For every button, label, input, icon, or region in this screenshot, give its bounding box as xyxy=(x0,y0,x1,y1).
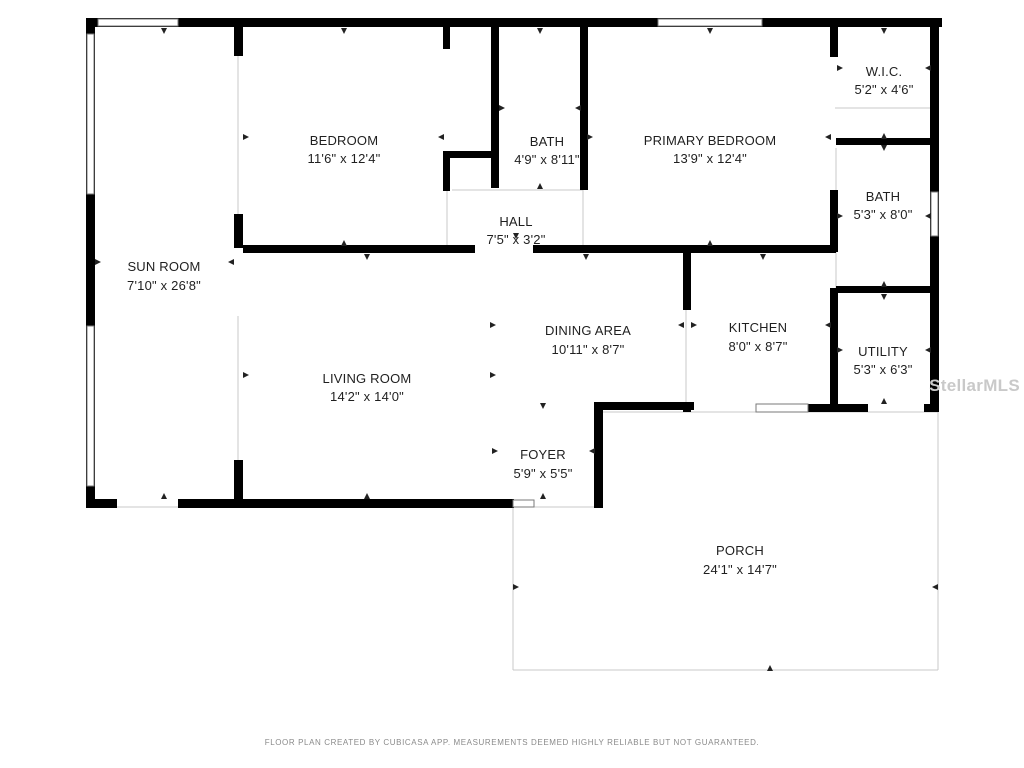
wall-marker-icon xyxy=(589,448,595,454)
wall-marker-icon xyxy=(341,28,347,34)
wall-marker-icon xyxy=(707,28,713,34)
room-dim-utility: 5'3" x 6'3" xyxy=(853,362,912,377)
watermark-logo: StellarMLS xyxy=(929,376,1020,395)
room-dim-primary-bedroom: 13'9" x 12'4" xyxy=(673,151,747,166)
room-dim-porch: 24'1" x 14'7" xyxy=(703,562,777,577)
window-primary-top xyxy=(657,18,763,27)
wall-marker-icon xyxy=(364,254,370,260)
wall-marker-icon xyxy=(881,294,887,300)
room-dim-sunroom: 7'10" x 26'8" xyxy=(127,278,201,293)
window-kitchen-bottom xyxy=(755,403,809,413)
wall-marker-icon xyxy=(881,281,887,287)
room-name-hall: HALL xyxy=(499,214,532,229)
window-sunroom-left-1 xyxy=(86,33,95,195)
room-name-sunroom: SUN ROOM xyxy=(127,259,200,274)
wall-marker-icon xyxy=(537,183,543,189)
wall-marker-icon xyxy=(767,665,773,671)
wall-marker-icon xyxy=(490,372,496,378)
wall-marker-icon xyxy=(243,372,249,378)
wall-marker-icon xyxy=(825,134,831,140)
wall-marker-icon xyxy=(925,347,931,353)
wall-marker-icon xyxy=(228,259,234,265)
window-sunroom-left-2 xyxy=(86,325,95,487)
room-name-kitchen: KITCHEN xyxy=(729,320,787,335)
wall-marker-icon xyxy=(540,493,546,499)
wall-marker-icon xyxy=(490,322,496,328)
wall-marker-icon xyxy=(492,448,498,454)
wall-marker-icon xyxy=(587,134,593,140)
opening-lines xyxy=(116,30,930,508)
room-dim-wic: 5'2" x 4'6" xyxy=(854,82,913,97)
wall-marker-icon xyxy=(513,233,519,239)
room-name-dining-area: DINING AREA xyxy=(545,323,631,338)
wall-marker-icon xyxy=(881,28,887,34)
wall-marker-icon xyxy=(881,133,887,139)
room-name-primary-bedroom: PRIMARY BEDROOM xyxy=(644,133,777,148)
wall-marker-icon xyxy=(837,65,843,71)
room-dim-hall: 7'5" x 3'2" xyxy=(486,232,545,247)
windows xyxy=(86,18,939,508)
window-bath-right xyxy=(930,191,939,237)
room-dim-bedroom: 11'6" x 12'4" xyxy=(308,151,381,166)
room-dim-dining-area: 10'11" x 8'7" xyxy=(552,342,625,357)
window-sunroom-top xyxy=(97,18,179,27)
room-name-porch: PORCH xyxy=(716,543,764,558)
wall-marker-icon xyxy=(499,105,505,111)
wall-marker-icon xyxy=(161,493,167,499)
room-name-living-room: LIVING ROOM xyxy=(323,371,412,386)
room-labels: SUN ROOM 7'10" x 26'8" BEDROOM 11'6" x 1… xyxy=(127,64,913,577)
window-foyer-bottom xyxy=(512,499,535,508)
wall-marker-icon xyxy=(707,240,713,246)
room-dim-kitchen: 8'0" x 8'7" xyxy=(728,339,787,354)
wall-marker-icon xyxy=(925,213,931,219)
wall-marker-icon xyxy=(881,145,887,151)
room-dim-bath-1: 4'9" x 8'11" xyxy=(514,152,580,167)
wall-marker-icon xyxy=(540,403,546,409)
wall-marker-icon xyxy=(243,134,249,140)
wall-marker-icon xyxy=(95,259,101,265)
wall-marker-icon xyxy=(881,398,887,404)
wall-marker-icon xyxy=(537,28,543,34)
wall-marker-icon xyxy=(364,493,370,499)
wall-marker-icon xyxy=(575,105,581,111)
room-name-utility: UTILITY xyxy=(858,344,908,359)
wall-markers xyxy=(95,28,938,671)
room-name-bath-2: BATH xyxy=(866,189,901,204)
wall-marker-icon xyxy=(825,322,831,328)
wall-marker-icon xyxy=(513,584,519,590)
walls xyxy=(86,18,942,508)
room-dim-living-room: 14'2" x 14'0" xyxy=(330,389,404,404)
room-name-bedroom: BEDROOM xyxy=(310,133,379,148)
room-dim-bath-2: 5'3" x 8'0" xyxy=(853,207,912,222)
wall-marker-icon xyxy=(760,254,766,260)
wall-marker-icon xyxy=(837,213,843,219)
footer-disclaimer: FLOOR PLAN CREATED BY CUBICASA APP. MEAS… xyxy=(265,738,760,747)
room-name-bath-1: BATH xyxy=(530,134,565,149)
wall-marker-icon xyxy=(678,322,684,328)
room-dim-foyer: 5'9" x 5'5" xyxy=(513,466,572,481)
wall-marker-icon xyxy=(583,254,589,260)
wall-marker-icon xyxy=(341,240,347,246)
wall-marker-icon xyxy=(932,584,938,590)
wall-marker-icon xyxy=(438,134,444,140)
room-name-foyer: FOYER xyxy=(520,447,566,462)
room-name-wic: W.I.C. xyxy=(866,64,903,79)
wall-marker-icon xyxy=(837,347,843,353)
porch-outline xyxy=(512,411,939,671)
wall-marker-icon xyxy=(161,28,167,34)
wall-marker-icon xyxy=(691,322,697,328)
wall-marker-icon xyxy=(925,65,931,71)
